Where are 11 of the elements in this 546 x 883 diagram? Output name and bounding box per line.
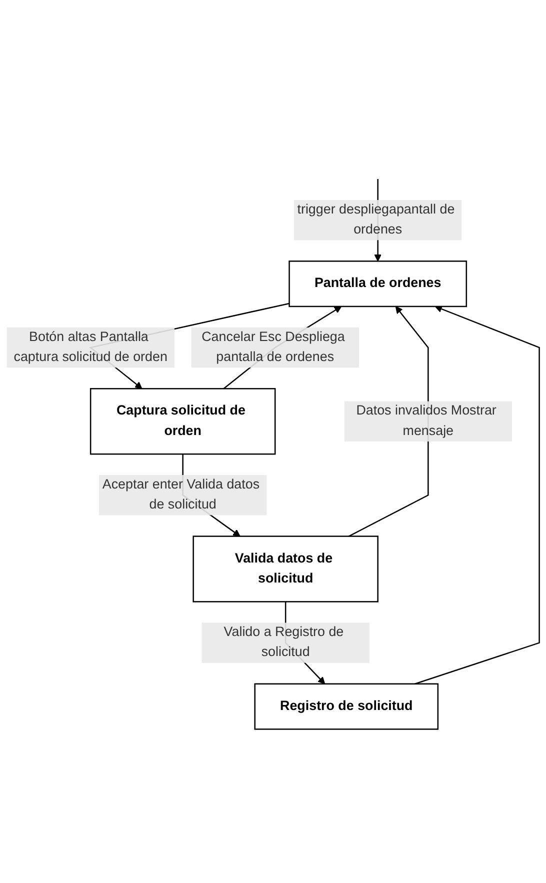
node-box: Captura solicitud de orden — [90, 388, 276, 455]
edge-label: Cancelar Esc Despliega pantalla de ordenes — [202, 330, 345, 364]
arrow — [414, 305, 540, 684]
edge-label: trigger despliegapantall de ordenes — [297, 202, 455, 237]
edge-label: Botón altas Pantalla captura solicitud de orden — [14, 330, 168, 364]
edge-label: Datos invalidos Mostrar mensaje — [356, 404, 496, 438]
node-box: Pantalla de ordenes — [288, 260, 468, 308]
edge-label: Valido a Registro de solicitud — [224, 625, 344, 660]
node-box: Registro de solicitud — [254, 683, 439, 730]
edge-label: Aceptar enter Valida datos de solicitud — [102, 478, 260, 512]
node-box: Valida datos de solicitud — [192, 536, 378, 602]
